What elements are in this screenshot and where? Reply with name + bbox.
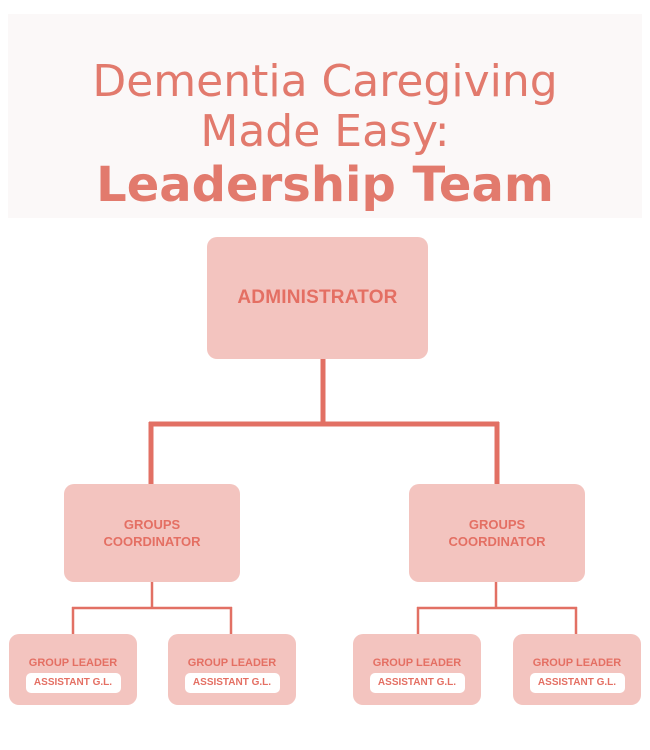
administrator-box: ADMINISTRATOR xyxy=(207,237,428,359)
coordinator-label-line2: COORDINATOR xyxy=(103,534,201,549)
group-leader-box: GROUP LEADER ASSISTANT G.L. xyxy=(513,634,641,705)
administrator-label: ADMINISTRATOR xyxy=(237,287,398,308)
group-leader-label: GROUP LEADER xyxy=(532,657,622,669)
assistant-gl-badge: ASSISTANT G.L. xyxy=(184,673,280,693)
groups-coordinator-box-right: GROUPS COORDINATOR xyxy=(409,484,585,582)
title-line-3: Leadership Team xyxy=(96,157,554,213)
title-line-2: Made Easy: xyxy=(200,106,450,157)
assistant-gl-badge: ASSISTANT G.L. xyxy=(369,673,465,693)
coordinator-label-line1: GROUPS xyxy=(123,517,181,532)
group-leader-label: GROUP LEADER xyxy=(372,657,462,669)
group-leader-box: GROUP LEADER ASSISTANT G.L. xyxy=(353,634,481,705)
title-panel: Dementia Caregiving Made Easy: Leadershi… xyxy=(8,14,642,218)
coordinator-label-line1: GROUPS xyxy=(468,517,526,532)
coordinator-label-line2: COORDINATOR xyxy=(448,534,546,549)
groups-coordinator-box-left: GROUPS COORDINATOR xyxy=(64,484,240,582)
group-leader-box: GROUP LEADER ASSISTANT G.L. xyxy=(168,634,296,705)
group-leader-box: GROUP LEADER ASSISTANT G.L. xyxy=(9,634,137,705)
title-line-1: Dementia Caregiving xyxy=(92,56,558,107)
assistant-gl-badge: ASSISTANT G.L. xyxy=(529,673,625,693)
group-leader-label: GROUP LEADER xyxy=(28,657,118,669)
group-leader-label: GROUP LEADER xyxy=(187,657,277,669)
assistant-gl-badge: ASSISTANT G.L. xyxy=(25,673,121,693)
